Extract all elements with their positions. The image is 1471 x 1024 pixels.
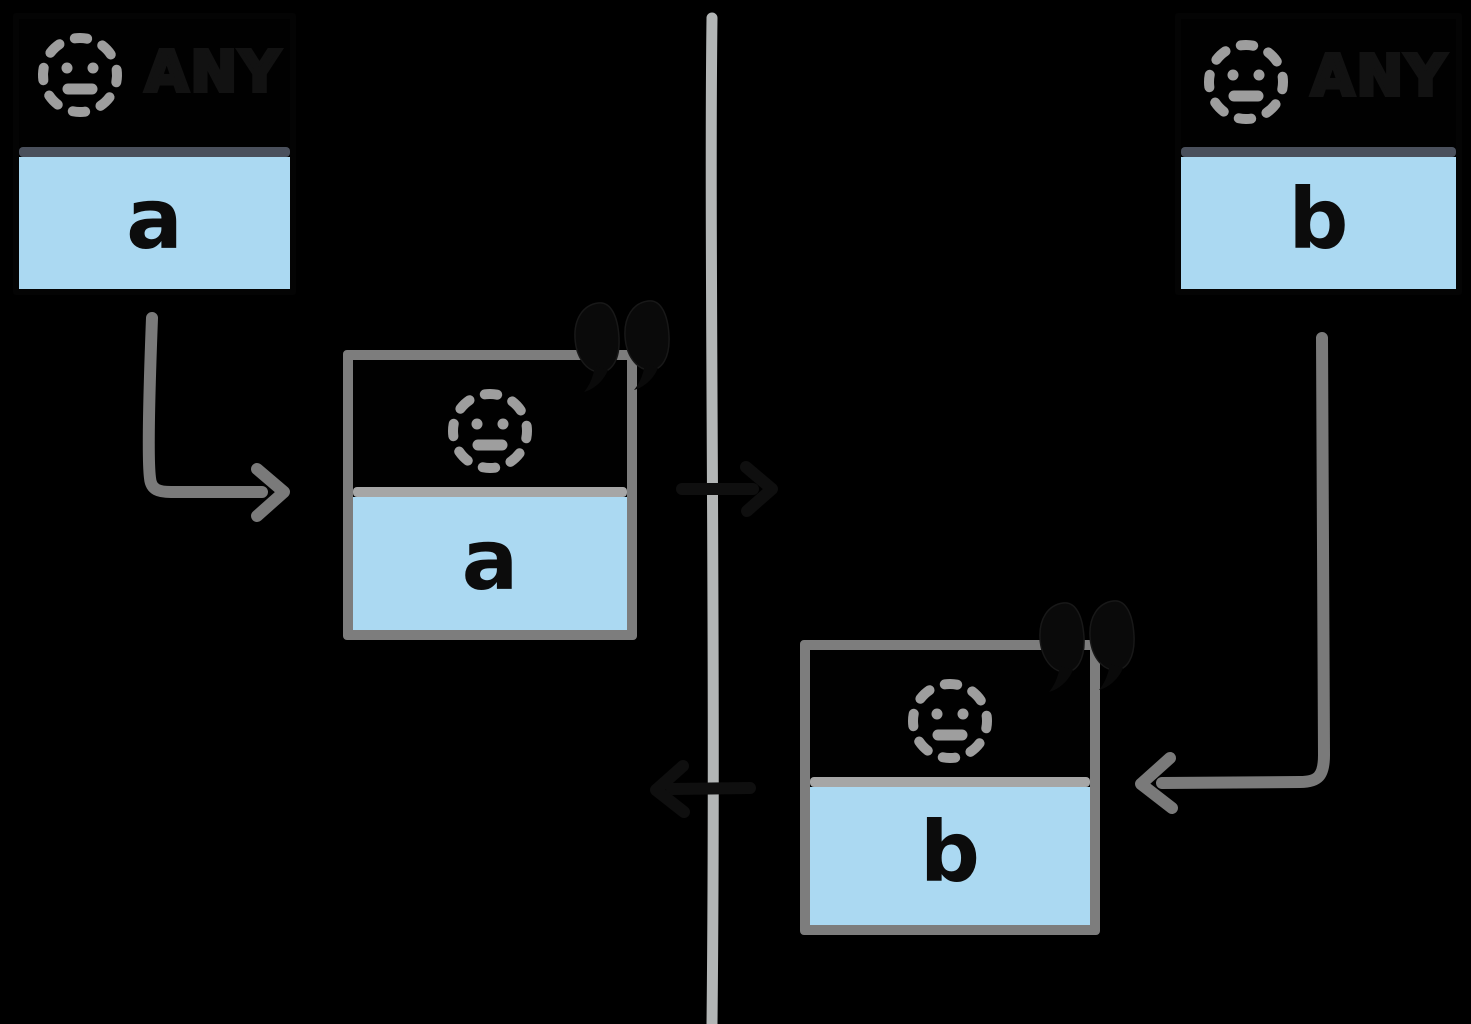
node-quoted-a: a (343, 350, 637, 640)
node-label: a (461, 510, 519, 609)
node-quoted-a-header (353, 360, 627, 487)
node-any-a-body: a (19, 157, 290, 289)
node-any-b-header: ANY (1181, 19, 1456, 147)
node-quoted-b: b (800, 640, 1100, 935)
partition-line (705, 12, 719, 1024)
node-label: b (1288, 170, 1349, 268)
node-label: a (126, 170, 183, 268)
double-quote-icon (574, 300, 670, 393)
arrow-top-left-to-quoted-a (142, 312, 290, 522)
node-divider (810, 777, 1090, 787)
any-badge: ANY (143, 40, 282, 105)
node-quoted-a-body: a (353, 497, 627, 630)
arrow-partition-to-left (650, 760, 756, 818)
node-any-b-body: b (1181, 157, 1456, 289)
node-label: b (919, 803, 981, 901)
node-any-a-header: ANY (19, 19, 290, 147)
node-quoted-b-body: b (810, 787, 1090, 925)
any-face-icon (904, 675, 996, 767)
node-divider (353, 487, 627, 497)
node-divider (19, 147, 290, 157)
arrow-top-right-to-quoted-b (1135, 332, 1330, 814)
any-face-icon (34, 29, 126, 121)
any-badge: ANY (1309, 44, 1448, 109)
node-any-b: ANY b (1175, 13, 1462, 295)
arrow-quoted-a-to-partition (676, 461, 778, 517)
any-face-icon (444, 385, 536, 477)
node-divider (1181, 147, 1456, 157)
any-face-icon (1200, 36, 1292, 128)
node-any-a: ANY a (13, 13, 296, 295)
double-quote-icon (1039, 600, 1135, 693)
node-quoted-b-header (810, 650, 1090, 777)
